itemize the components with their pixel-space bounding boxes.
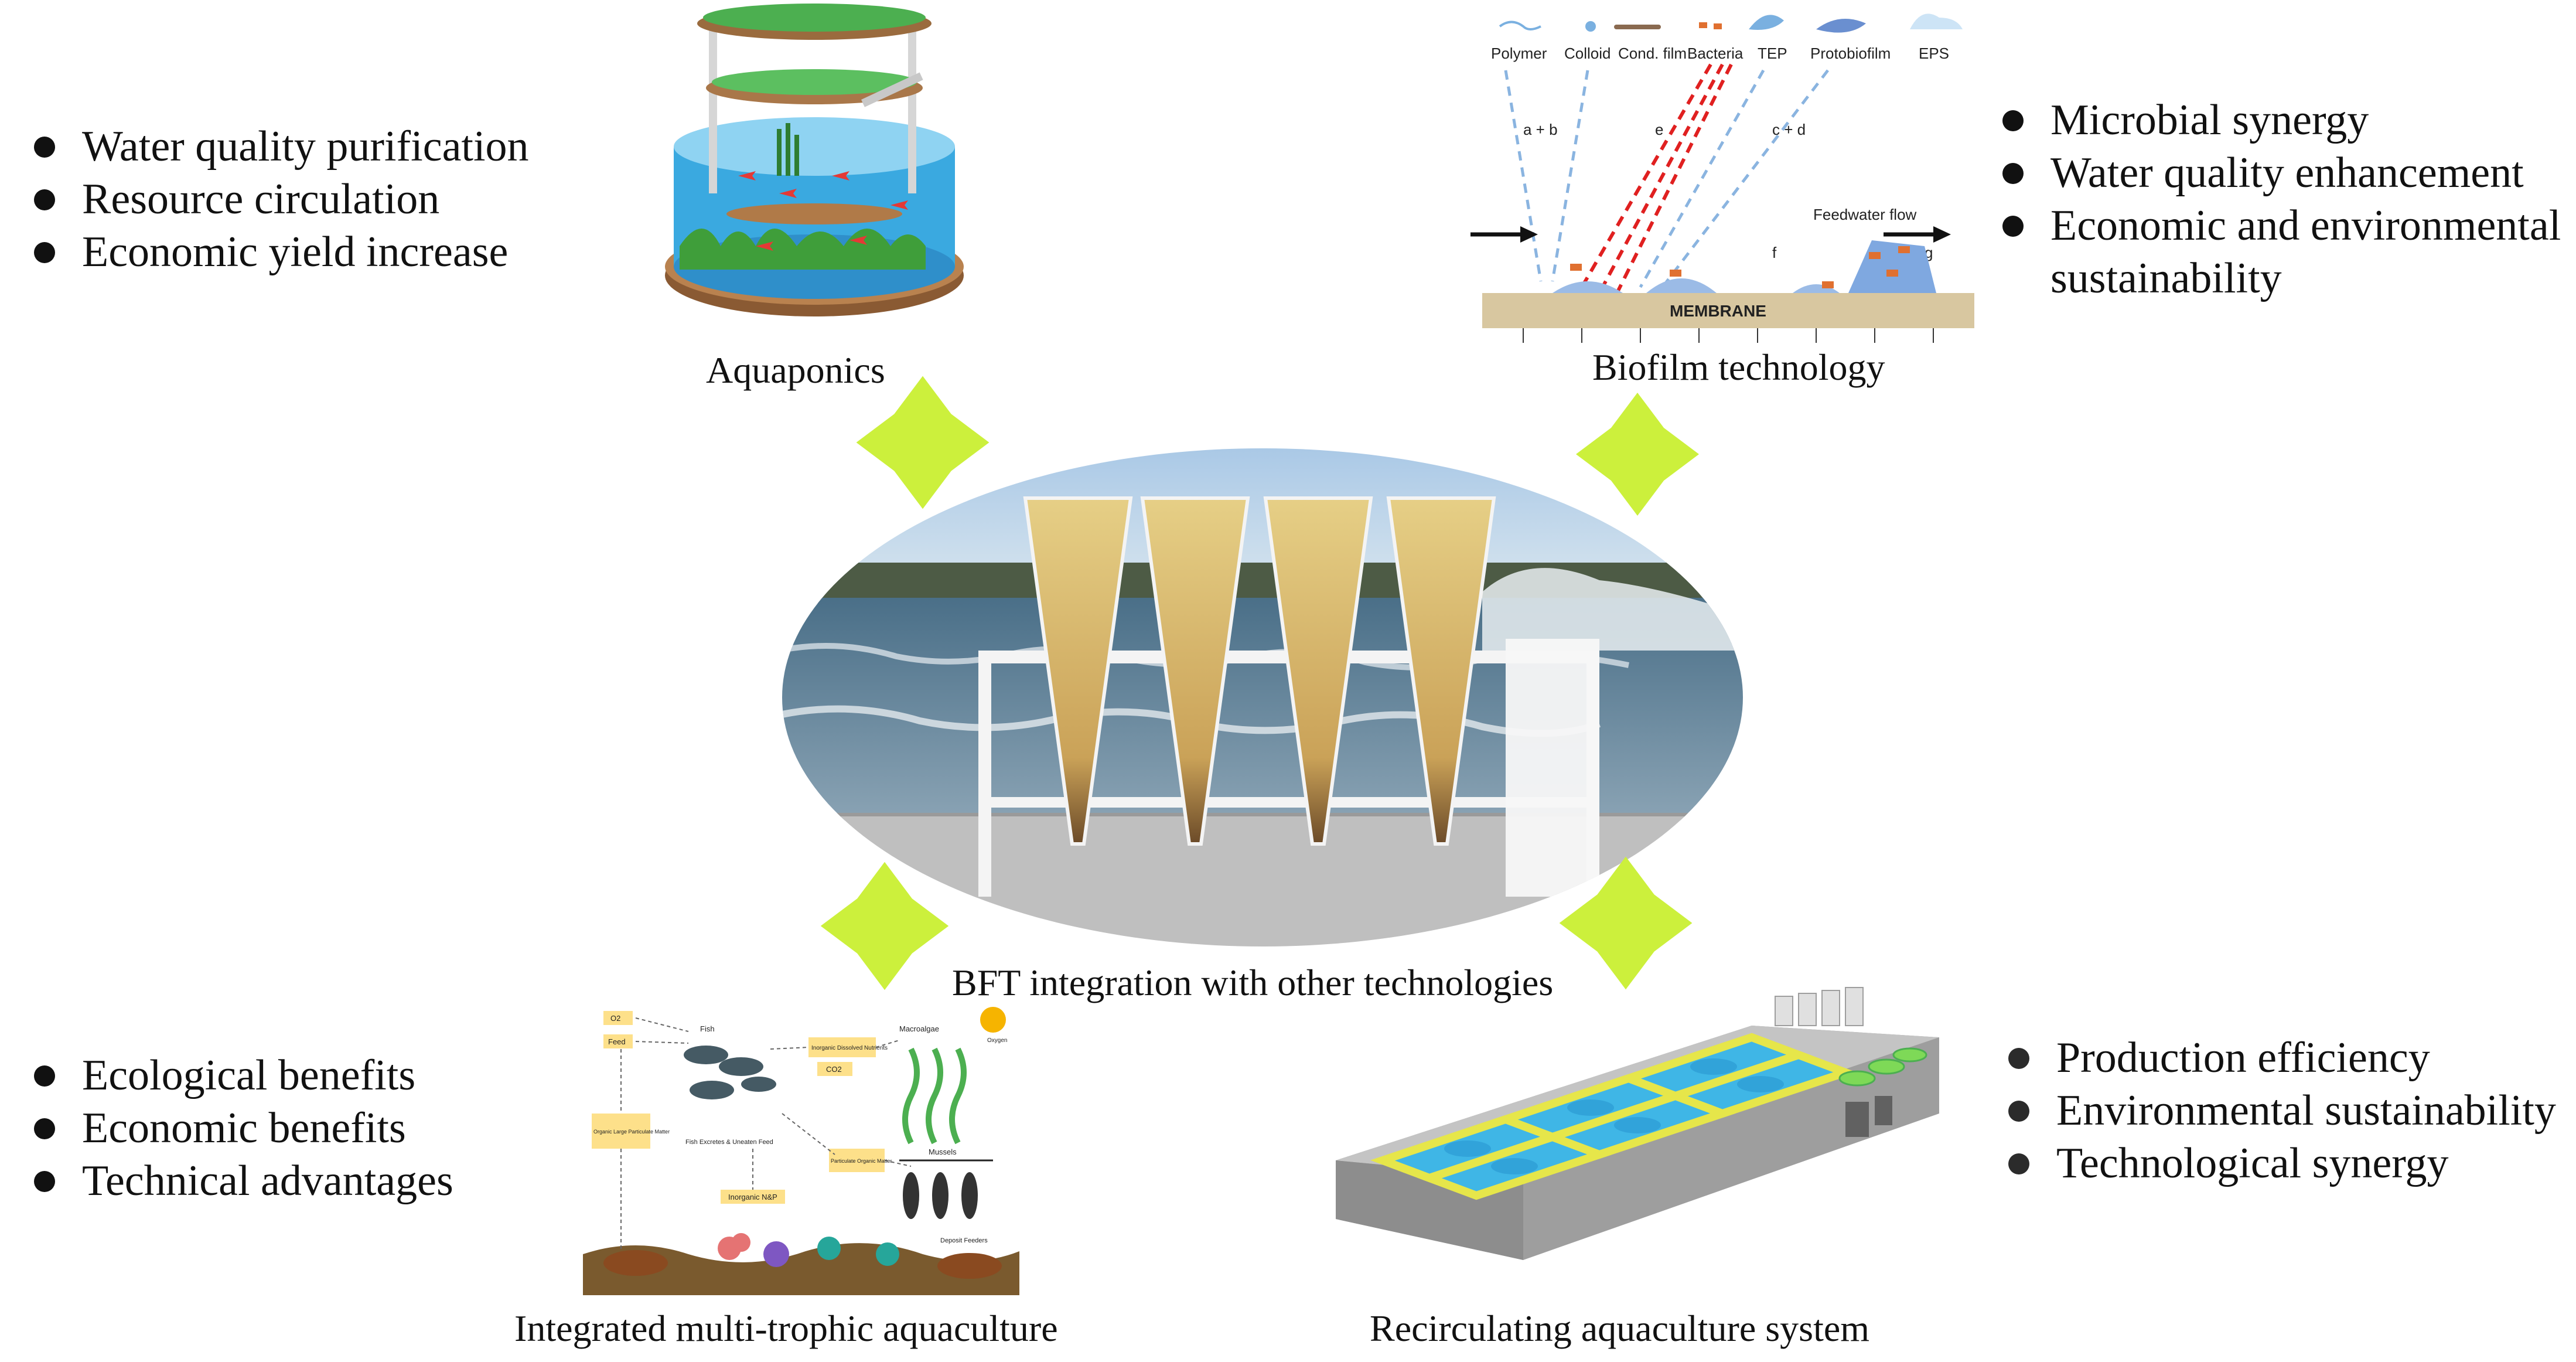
biofilm-benefits-list: Microbial synergy Water quality enhancem… xyxy=(1992,94,2561,305)
bullet-item: Ecological benefits xyxy=(23,1049,453,1102)
bullet-item: Environmental sustainability xyxy=(1998,1084,2556,1137)
polymer-label: Polymer xyxy=(1491,45,1547,62)
connector-cross-top-left xyxy=(856,376,990,509)
imta-feed-node: Feed xyxy=(608,1037,626,1046)
bullet-item: Technological synergy xyxy=(1998,1137,2556,1190)
ras-benefits-list: Production efficiency Environmental sust… xyxy=(1998,1031,2556,1190)
imta-deposit-feeders-label: Deposit Feeders xyxy=(940,1237,988,1244)
imta-mussels-label: Mussels xyxy=(929,1148,957,1156)
aquaponics-illustration xyxy=(665,4,964,316)
biofilm-diagram: Polymer Colloid Cond. film Bacteria TEP … xyxy=(1470,13,1974,343)
imta-dissolved-node: Inorganic Dissolved Nutrients xyxy=(811,1045,888,1051)
bullet-item: Economic benefits xyxy=(23,1102,453,1155)
bullet-item: Water quality purification xyxy=(23,120,529,173)
eps-label: EPS xyxy=(1919,45,1949,62)
imta-macroalgae-label: Macroalgae xyxy=(899,1024,939,1033)
connector-cross-top-right xyxy=(1576,393,1699,516)
bullet-item: Technical advantages xyxy=(23,1155,453,1207)
ras-facility-illustration xyxy=(1336,987,1939,1260)
imta-particulate-node: Particulate Organic Matter xyxy=(831,1158,892,1164)
imta-oxygen-label: Oxygen xyxy=(987,1037,1007,1044)
feedwater-flow-label: Feedwater flow xyxy=(1813,206,1917,223)
conditioning-film-label: Cond. film xyxy=(1618,45,1687,62)
center-caption: BFT integration with other technologies xyxy=(952,962,1554,1003)
bacteria-label: Bacteria xyxy=(1687,45,1744,62)
imta-caption: Integrated multi-trophic aquaculture xyxy=(514,1307,1058,1349)
colloid-label: Colloid xyxy=(1564,45,1611,62)
bullet-item: Economic and environmental xyxy=(1992,199,2561,252)
bullet-item: Production efficiency xyxy=(1998,1031,2556,1084)
ras-caption: Recirculating aquaculture system xyxy=(1370,1307,1870,1349)
connector-cross-bottom-left xyxy=(820,862,949,990)
tep-label: TEP xyxy=(1758,45,1787,62)
protobiofilm-label: Protobiofilm xyxy=(1810,45,1891,62)
imta-fish-label: Fish xyxy=(700,1024,715,1033)
imta-large-particulate-node: Organic Large Particulate Matter xyxy=(593,1129,670,1135)
bullet-item: Water quality enhancement xyxy=(1992,147,2561,199)
path-ab-label: a + b xyxy=(1523,121,1558,138)
membrane-label: MEMBRANE xyxy=(1670,302,1766,320)
biofilm-caption: Biofilm technology xyxy=(1592,346,1885,388)
bullet-item-continuation: sustainability xyxy=(2050,254,2282,302)
aquaponics-caption: Aquaponics xyxy=(706,349,885,391)
bullet-item: Microbial synergy xyxy=(1992,94,2561,147)
path-f-label: f xyxy=(1772,244,1777,261)
imta-excretes-label: Fish Excretes & Uneaten Feed xyxy=(685,1139,773,1146)
connector-cross-bottom-right xyxy=(1559,856,1693,990)
bullet-item: Economic yield increase xyxy=(23,226,529,278)
path-e-label: e xyxy=(1655,121,1663,138)
imta-inorganic-np-node: Inorganic N&P xyxy=(728,1193,777,1201)
aquaponics-benefits-list: Water quality purification Resource circ… xyxy=(23,120,529,278)
imta-diagram: O2 Feed Fish Inorganic Dissolved Nutrien… xyxy=(583,996,1019,1295)
imta-benefits-list: Ecological benefits Economic benefits Te… xyxy=(23,1049,453,1207)
imta-o2-node: O2 xyxy=(610,1014,620,1023)
bullet-item: Resource circulation xyxy=(23,173,529,226)
imta-co2-node: CO2 xyxy=(826,1065,842,1074)
bft-imhoff-cones-photo xyxy=(782,448,1743,946)
